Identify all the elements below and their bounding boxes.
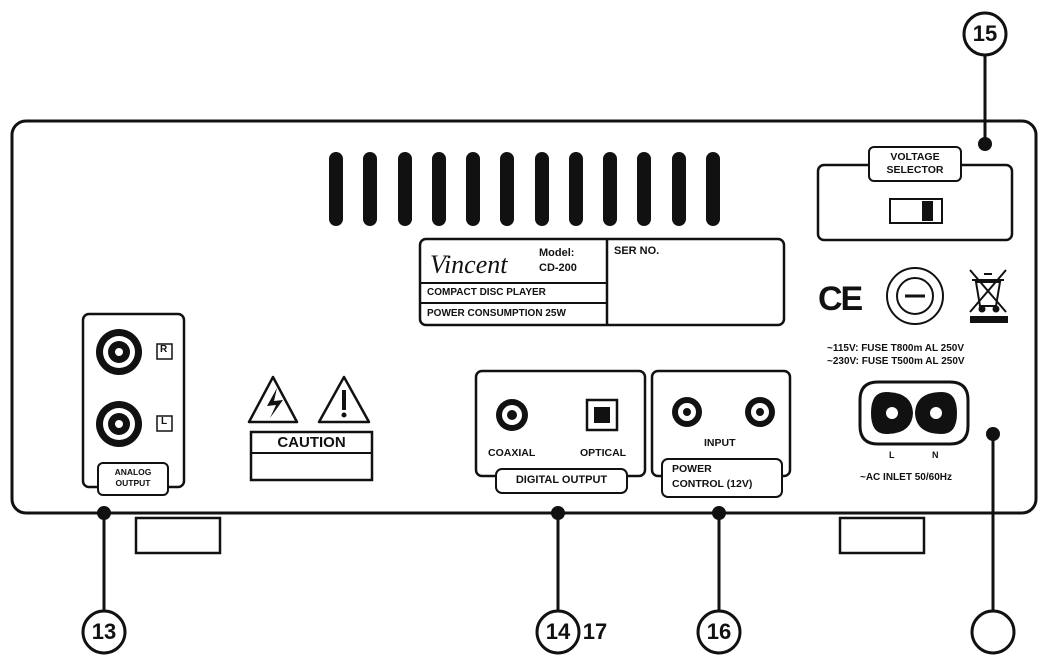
power-control-input-label: INPUT	[704, 437, 736, 449]
callout-13: 13	[91, 619, 117, 644]
callout-13-circle	[81, 609, 127, 655]
fuse-holder-icon	[886, 267, 944, 325]
model-value: CD-200	[539, 262, 577, 274]
caution-label-frame	[249, 430, 374, 482]
weee-bin-icon	[969, 269, 1008, 323]
model-label: Model:	[539, 247, 575, 259]
callout-15-circle	[962, 11, 1008, 57]
coaxial-jack	[496, 399, 528, 431]
callout-17: 17	[582, 619, 608, 644]
callout-14-circle	[535, 609, 581, 655]
digital-output-title: DIGITAL OUTPUT	[515, 474, 608, 486]
fuse-rating-230v: ~230V: FUSE T500m AL 250V	[827, 356, 965, 367]
electric-shock-warning-icon	[247, 375, 299, 424]
power-control-jack-2	[745, 397, 775, 427]
optical-label: OPTICAL	[580, 447, 627, 459]
analog-output-title-line2: OUTPUT	[115, 478, 151, 488]
power-control-jack-1	[672, 397, 702, 427]
voltage-selector-switch	[889, 198, 943, 224]
callout-15: 15	[972, 21, 998, 46]
power-consumption: POWER CONSUMPTION 25W	[427, 308, 566, 319]
caution-exclamation-icon	[317, 375, 371, 424]
power-control-title-line1: POWER	[672, 463, 712, 475]
brand-logo: Vincent	[430, 250, 508, 279]
callout-16: 16	[706, 619, 732, 644]
foot-right	[838, 516, 926, 555]
ac-inlet-label: ~AC INLET 50/60Hz	[860, 472, 952, 483]
fuse-rating-115v: ~115V: FUSE T800m AL 250V	[827, 343, 965, 354]
rca-jack-left	[96, 401, 142, 447]
ce-mark: CE	[818, 280, 863, 318]
analog-l-label: L	[161, 416, 168, 427]
product-name: COMPACT DISC PLAYER	[427, 287, 546, 298]
analog-output-title-box	[97, 462, 169, 496]
coaxial-label: COAXIAL	[488, 447, 536, 459]
callout-14: 14	[545, 619, 571, 644]
optical-toslink-port	[585, 398, 619, 432]
analog-r-label: R	[160, 344, 168, 355]
voltage-selector-title: VOLTAGE SELECTOR	[868, 146, 962, 182]
label-plate-frame	[418, 237, 786, 327]
voltage-title-line2: SELECTOR	[886, 164, 944, 176]
callout-16-circle	[696, 609, 742, 655]
power-control-title-box	[661, 458, 783, 498]
power-control-title-line2: CONTROL (12V)	[672, 478, 753, 490]
ventilation-slots	[329, 152, 720, 226]
rca-jack-right	[96, 329, 142, 375]
analog-output-title-line1: ANALOG	[114, 467, 152, 477]
digital-output-title-box	[495, 468, 628, 494]
callout-unlabeled-circle	[970, 609, 1016, 655]
foot-left	[134, 516, 222, 555]
ac-inlet-pin-l: L	[889, 450, 895, 460]
voltage-title-line1: VOLTAGE	[890, 151, 940, 163]
ac-inlet-socket	[858, 380, 970, 446]
caution-label: CAUTION	[277, 434, 346, 451]
ac-inlet-pin-n: N	[932, 450, 939, 460]
serial-number-label: SER NO.	[614, 245, 660, 257]
